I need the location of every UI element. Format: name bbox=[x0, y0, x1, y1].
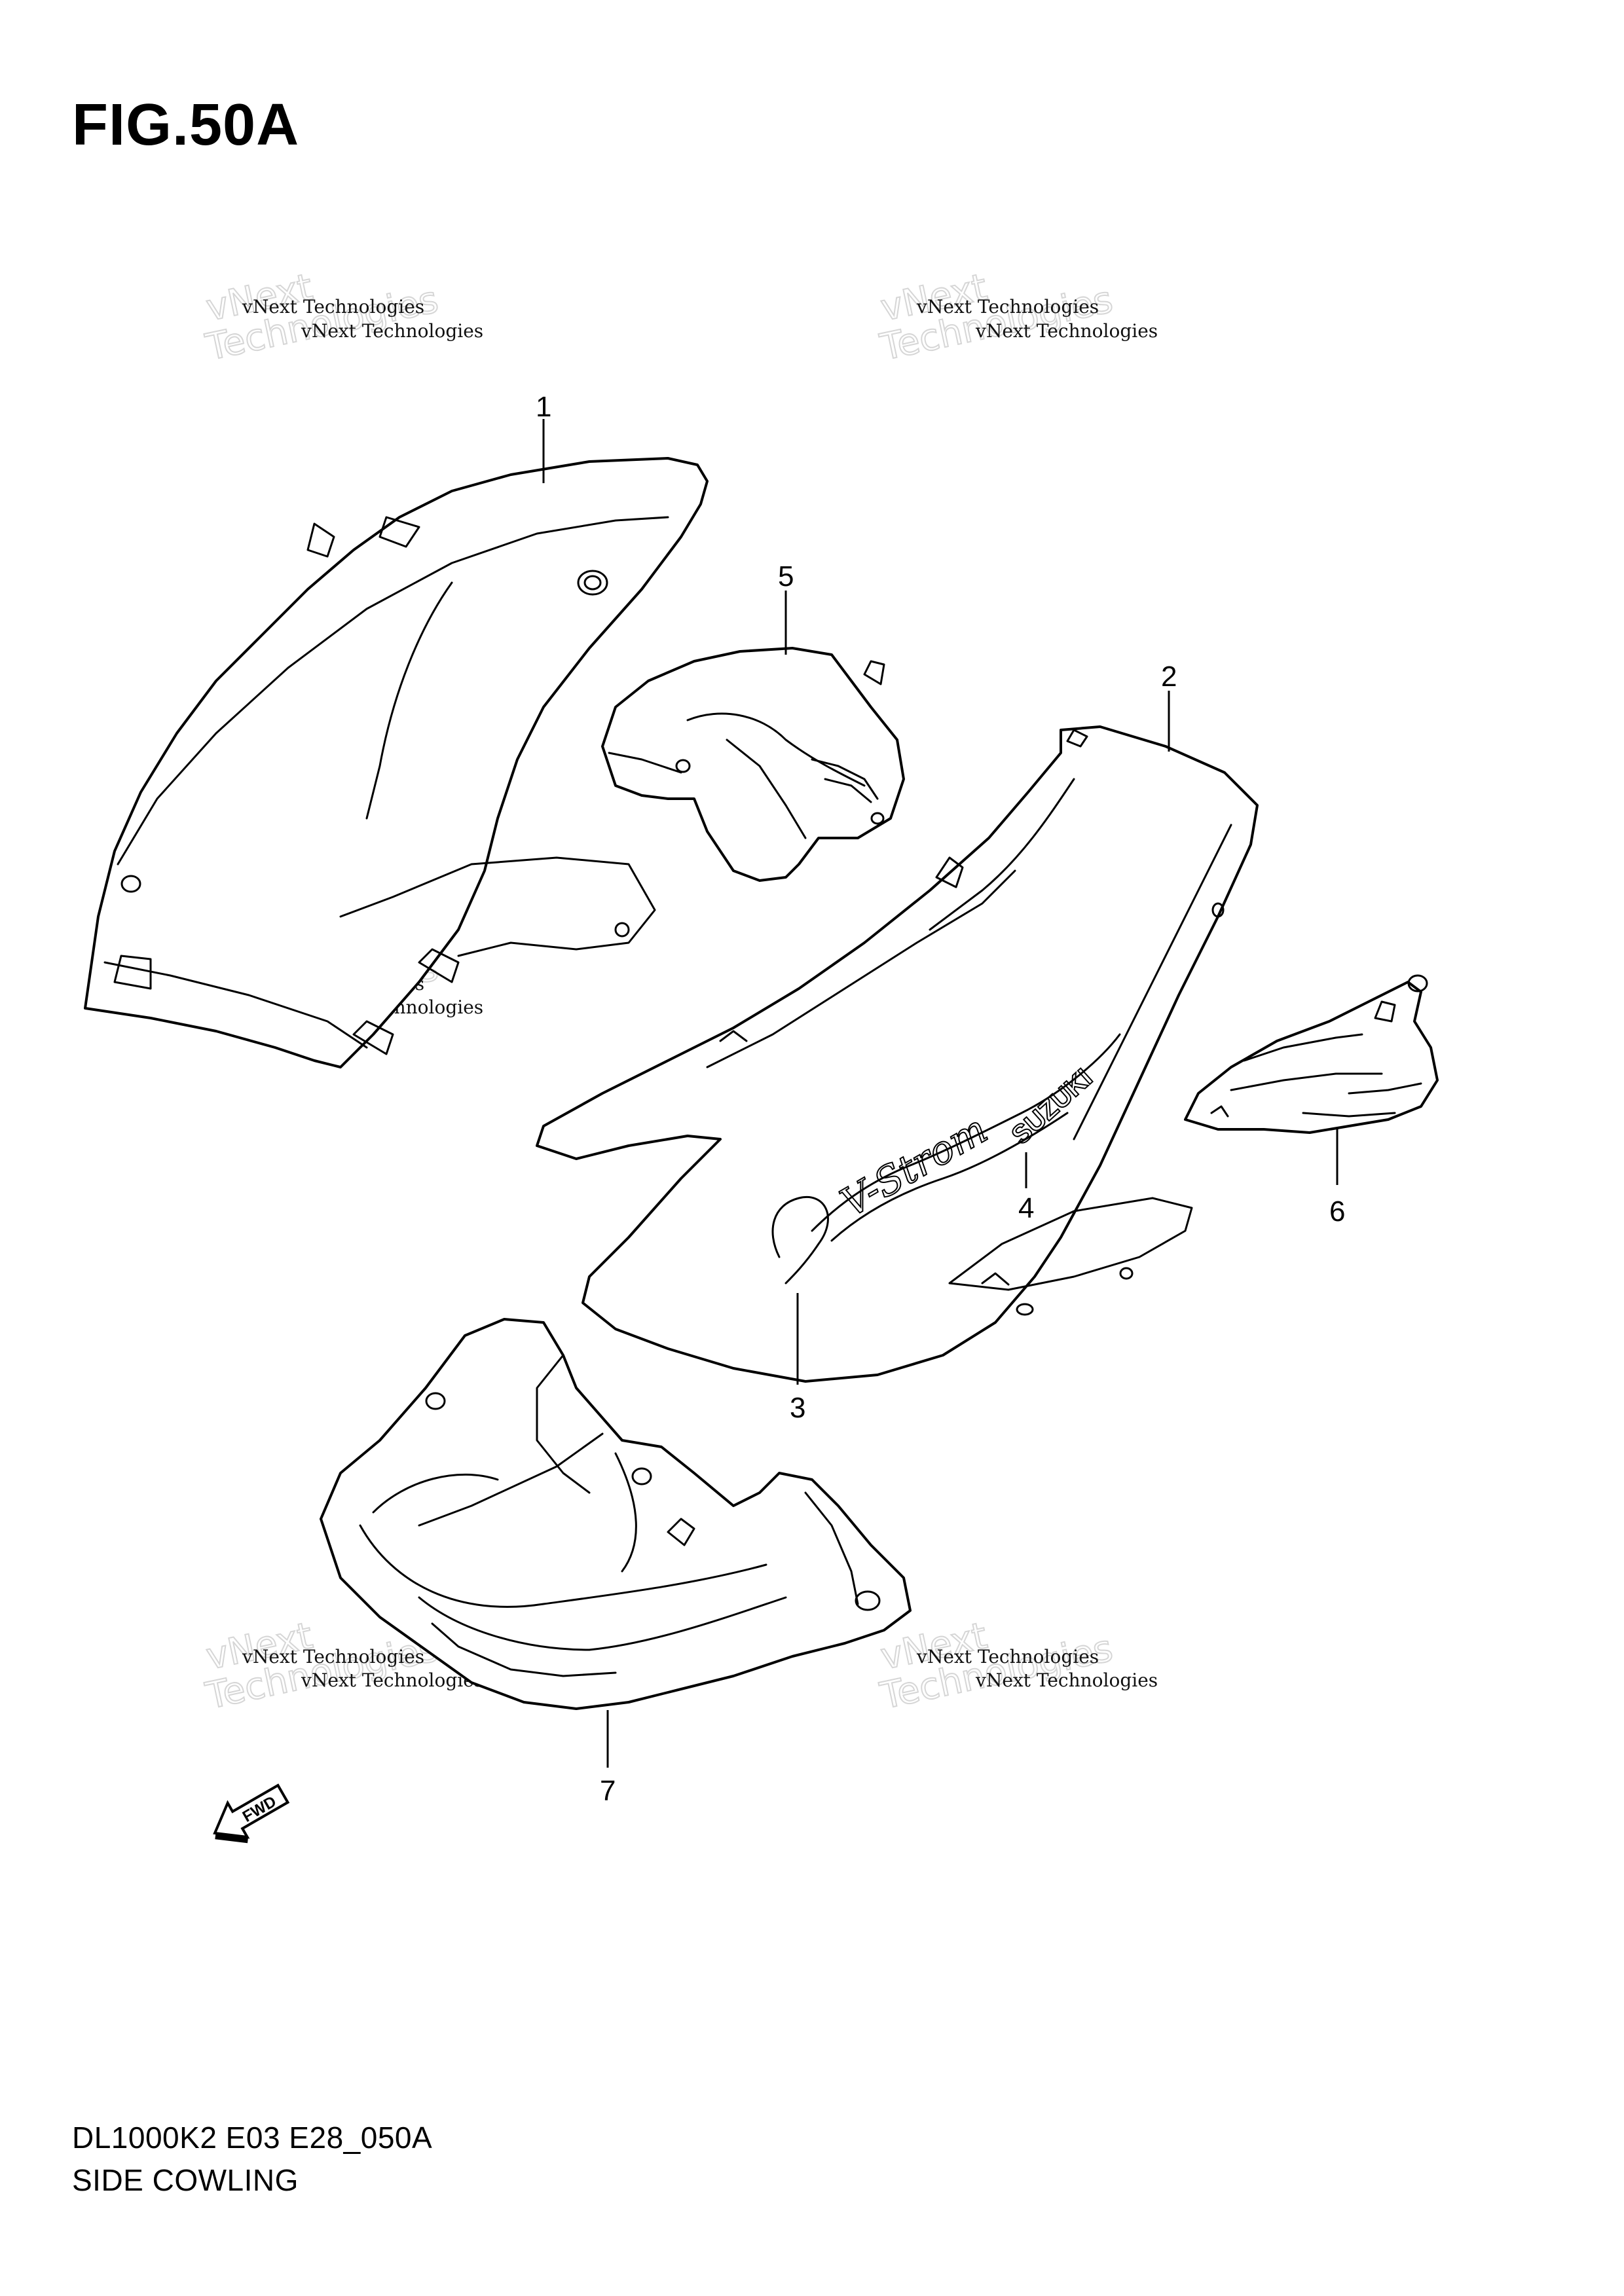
watermark-small-text: vNext Technologies bbox=[916, 1646, 1099, 1667]
watermark-small-text: vNext Technologies bbox=[975, 1669, 1158, 1691]
watermark-small-text: vNext Technologies bbox=[975, 320, 1158, 342]
watermark-bottom-center: vNext Technologies vNext Technologies vN… bbox=[876, 1614, 1158, 1719]
part-1-front-cowling[interactable] bbox=[84, 457, 709, 1068]
section-name: SIDE COWLING bbox=[72, 2163, 299, 2197]
callout-4: 4 bbox=[1018, 1152, 1034, 1224]
forward-direction-arrow-icon: FWD bbox=[213, 1783, 290, 1844]
callout-number: 4 bbox=[1018, 1192, 1034, 1224]
part-2-side-cowling-panel[interactable] bbox=[536, 725, 1259, 1383]
callout-number: 6 bbox=[1329, 1195, 1345, 1228]
watermark-small-text: vNext Technologies bbox=[242, 1646, 424, 1667]
watermark-small-text: vNext Technologies bbox=[242, 296, 424, 318]
callout-6: 6 bbox=[1329, 1127, 1345, 1228]
callout-number: 1 bbox=[536, 391, 551, 423]
callout-7: 7 bbox=[600, 1710, 616, 1807]
callout-3: 3 bbox=[790, 1293, 805, 1424]
drawing-code: DL1000K2 E03 E28_050A bbox=[72, 2121, 433, 2155]
callout-2: 2 bbox=[1161, 661, 1177, 752]
callout-5: 5 bbox=[778, 560, 794, 655]
watermark-small-text: vNext Technologies bbox=[301, 320, 483, 342]
callout-number: 5 bbox=[778, 560, 794, 592]
callout-number: 3 bbox=[790, 1392, 805, 1424]
part-6-side-duct[interactable] bbox=[1184, 974, 1439, 1134]
callout-number: 2 bbox=[1161, 661, 1177, 693]
part-5-inner-cover[interactable] bbox=[601, 647, 905, 882]
callout-number: 7 bbox=[600, 1775, 616, 1807]
callout-1: 1 bbox=[536, 391, 551, 483]
figure-title: FIG.50A bbox=[72, 92, 300, 158]
watermark-top-center: vNext Technologies vNext Technologies vN… bbox=[876, 265, 1158, 370]
part-7-under-cowling[interactable] bbox=[320, 1318, 912, 1710]
watermark-small-text: vNext Technologies bbox=[916, 296, 1099, 318]
watermark-small-text: vNext Technologies bbox=[301, 1669, 483, 1691]
watermark-top-left: vNext Technologies vNext Technologies vN… bbox=[201, 265, 483, 370]
